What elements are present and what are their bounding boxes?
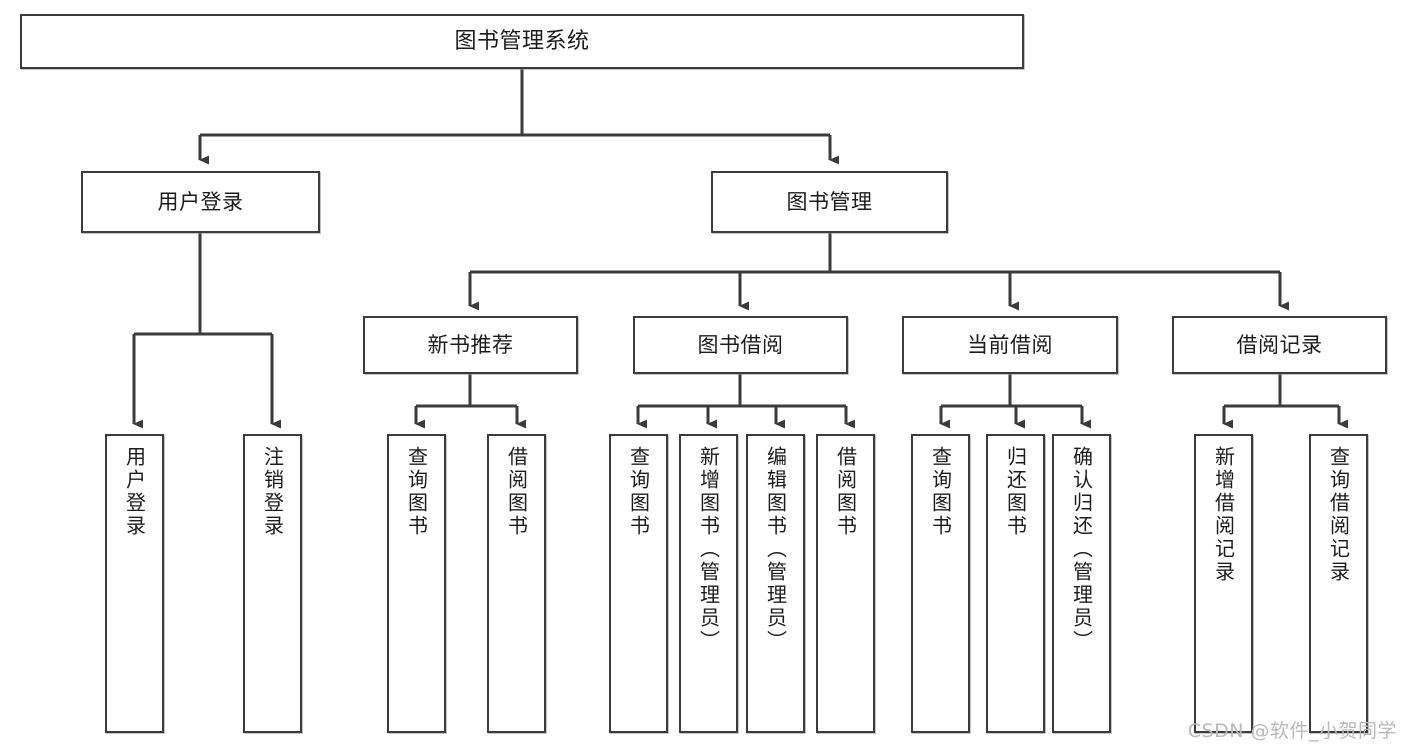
node-borrow-record[interactable]: 借阅记录 (1172, 316, 1387, 374)
node-leaf-borrow-book-1[interactable]: 借阅图书 (487, 434, 546, 733)
node-leaf-borrow-book-2-label: 借阅图书 (833, 446, 858, 538)
node-leaf-add-book-label: 新增图书（管理员） (696, 446, 721, 653)
node-leaf-confirm-return-label: 确认归还（管理员） (1069, 446, 1094, 653)
node-leaf-add-record[interactable]: 新增借阅记录 (1194, 434, 1253, 733)
node-leaf-edit-book[interactable]: 编辑图书（管理员） (746, 434, 805, 733)
node-user-login[interactable]: 用户登录 (81, 171, 320, 233)
node-leaf-add-record-label: 新增借阅记录 (1211, 446, 1236, 584)
node-leaf-user-login-label: 用户登录 (122, 446, 147, 538)
node-leaf-query-record[interactable]: 查询借阅记录 (1309, 434, 1368, 733)
node-book-manage-label: 图书管理 (786, 189, 873, 214)
node-leaf-edit-book-label: 编辑图书（管理员） (763, 446, 788, 653)
node-root-label: 图书管理系统 (454, 28, 590, 54)
node-current-borrow[interactable]: 当前借阅 (902, 316, 1118, 374)
node-leaf-user-login[interactable]: 用户登录 (105, 434, 164, 733)
node-leaf-query-book-2-label: 查询图书 (626, 446, 651, 538)
node-user-login-label: 用户登录 (157, 189, 244, 214)
node-leaf-query-book-3-label: 查询图书 (928, 446, 953, 538)
node-book-manage[interactable]: 图书管理 (711, 171, 948, 233)
node-leaf-query-book-1[interactable]: 查询图书 (387, 434, 446, 733)
node-leaf-query-book-3[interactable]: 查询图书 (911, 434, 970, 733)
node-book-borrow-label: 图书借阅 (697, 332, 784, 357)
node-leaf-logout[interactable]: 注销登录 (243, 434, 302, 733)
node-leaf-return-book[interactable]: 归还图书 (986, 434, 1045, 733)
node-leaf-add-book[interactable]: 新增图书（管理员） (679, 434, 738, 733)
node-leaf-logout-label: 注销登录 (260, 446, 285, 538)
node-leaf-query-book-2[interactable]: 查询图书 (609, 434, 668, 733)
node-current-borrow-label: 当前借阅 (967, 332, 1053, 357)
csdn-watermark: CSDN @软件_小贺同学 (1187, 720, 1397, 742)
node-new-book-recommend[interactable]: 新书推荐 (363, 316, 578, 374)
node-borrow-record-label: 借阅记录 (1236, 332, 1323, 357)
node-leaf-borrow-book-2[interactable]: 借阅图书 (816, 434, 875, 733)
node-new-book-recommend-label: 新书推荐 (427, 332, 514, 357)
node-leaf-borrow-book-1-label: 借阅图书 (504, 446, 529, 538)
node-leaf-return-book-label: 归还图书 (1003, 446, 1028, 538)
node-root[interactable]: 图书管理系统 (20, 14, 1024, 69)
node-leaf-query-book-1-label: 查询图书 (404, 446, 429, 538)
node-book-borrow[interactable]: 图书借阅 (633, 316, 848, 374)
node-leaf-confirm-return[interactable]: 确认归还（管理员） (1052, 434, 1111, 733)
node-leaf-query-record-label: 查询借阅记录 (1326, 446, 1351, 584)
